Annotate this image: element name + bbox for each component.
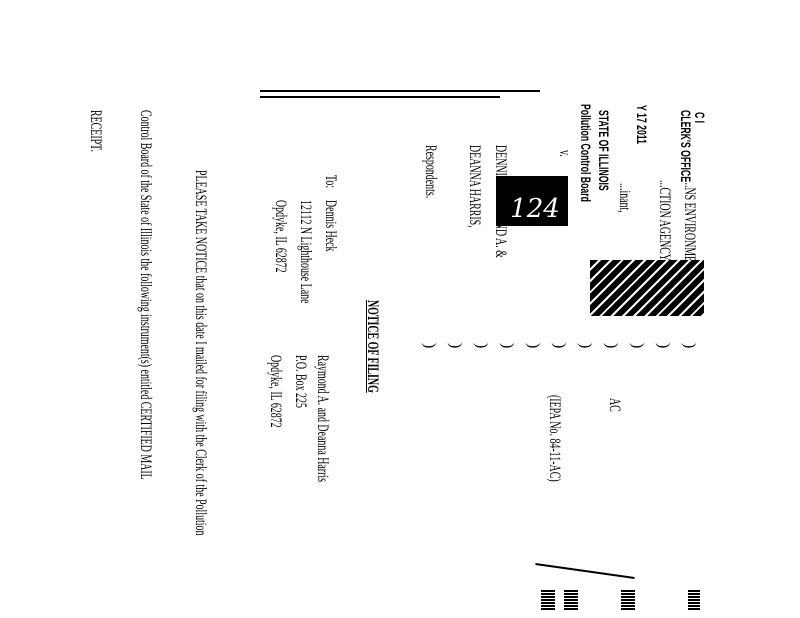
paren: )	[447, 343, 464, 349]
case-number: (IEPA No. 84-11-AC)	[546, 395, 563, 482]
recipient1-street: 12112 N Lighthouse Lane	[297, 200, 314, 304]
paren: )	[499, 343, 516, 349]
paren: )	[655, 343, 672, 349]
paren: )	[551, 343, 568, 349]
to-label: To:	[322, 175, 339, 189]
clerks-office-stamp: CLERK'S OFFICE	[678, 110, 694, 182]
recipient1-name: Dennis Heck	[322, 200, 339, 252]
scan-rule	[260, 96, 500, 98]
respondent-role: Respondents.	[422, 145, 439, 199]
scan-fragment	[688, 590, 700, 610]
paren: )	[603, 343, 620, 349]
paren: )	[421, 343, 438, 349]
paren: )	[473, 343, 490, 349]
scan-stroke	[535, 563, 635, 579]
stamp-letters: C I	[692, 112, 708, 124]
notice-title: NOTICE OF FILING	[364, 300, 381, 393]
caption-parens: ) ) ) ) ) ) ) ) ) ) )	[416, 343, 702, 348]
redaction-box-stamp	[590, 260, 704, 316]
complainant-name-2: ...CTION AGENCY,	[656, 180, 673, 263]
redaction-box-handwritten: 124	[496, 176, 568, 226]
complainant-role: ...inant,	[616, 183, 633, 213]
stamp-date: Y 17 2011	[634, 105, 650, 144]
scan-rule	[260, 90, 540, 92]
paren: )	[577, 343, 594, 349]
scan-fragment	[564, 590, 578, 610]
versus: v.	[556, 150, 573, 157]
notice-body-line3: RECEIPT.	[87, 110, 104, 152]
board-name: Pollution Control Board	[578, 104, 594, 202]
respondent-name-2: DEANNA HARRIS,	[466, 145, 483, 228]
recipient2-name: Raymond A. and Deanna Harris	[314, 355, 331, 483]
notice-body-line1: PLEASE TAKE NOTICE that on this date I m…	[192, 170, 209, 536]
recipient1-city: Opdyke, IL 62872	[272, 200, 289, 273]
state-of-illinois: STATE OF ILLINOIS	[596, 110, 612, 191]
handwritten-mark: 124	[510, 193, 560, 224]
paren: )	[629, 343, 646, 349]
complainant-name-1: ...NS ENVIRONMEN	[681, 180, 698, 270]
paren: )	[681, 343, 698, 349]
paren: )	[525, 343, 542, 349]
recipient2-city: Opdyke, IL 62872	[267, 355, 284, 428]
scan-fragment	[621, 590, 635, 610]
scan-fragment	[541, 590, 555, 610]
case-suffix: AC	[606, 398, 623, 412]
recipient2-box: P.O. Box 225	[292, 355, 309, 408]
notice-body-line2: Control Board of the State of Illinois t…	[137, 110, 154, 480]
